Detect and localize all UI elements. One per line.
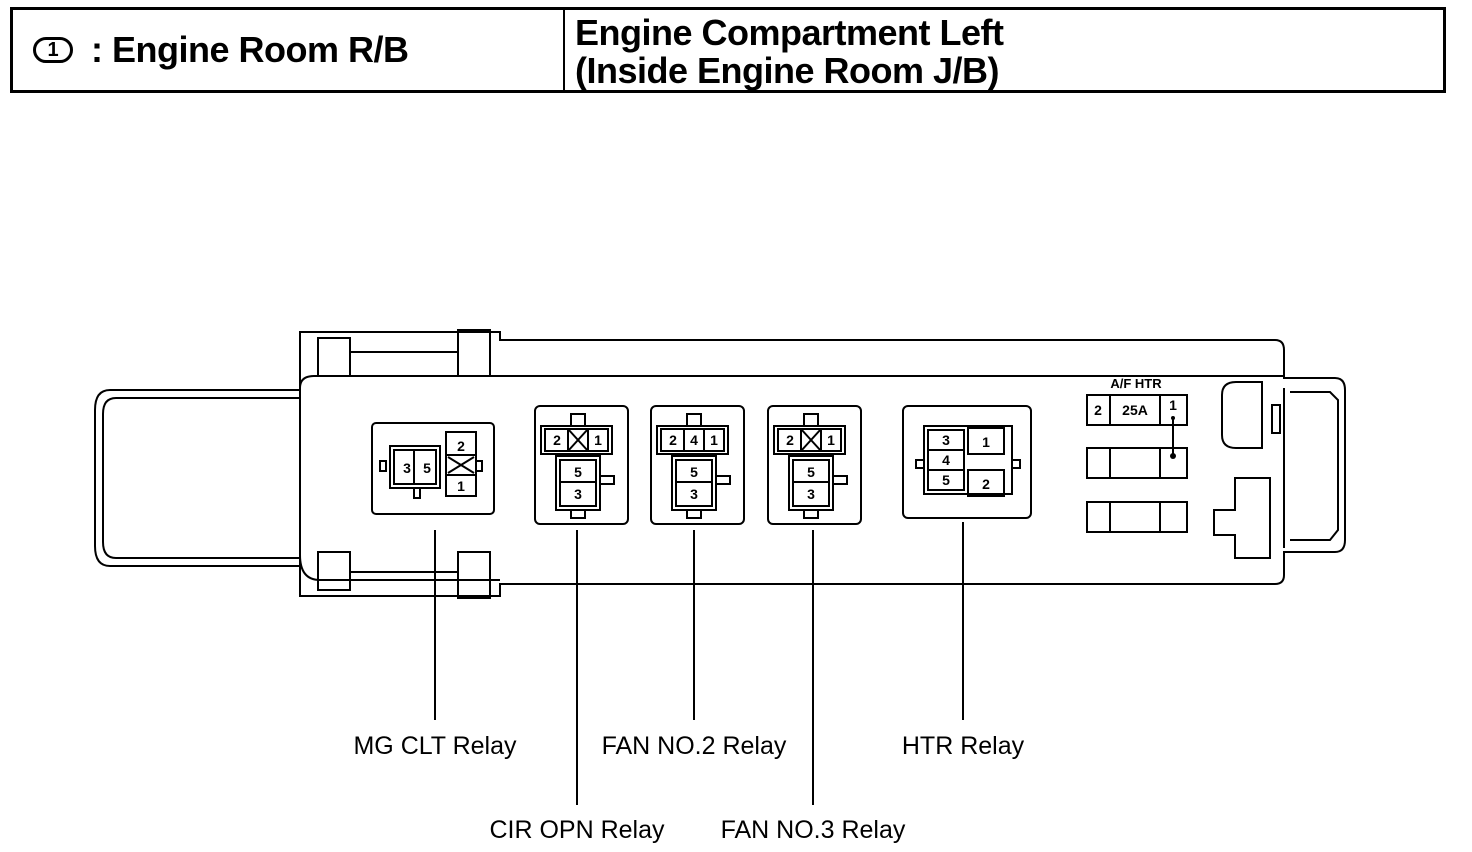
- pin-label: 3: [807, 486, 815, 502]
- pin-label: 1: [594, 432, 602, 448]
- fuse-pin-right: 1: [1169, 397, 1177, 413]
- header-title: : Engine Room R/B: [91, 29, 409, 70]
- pin-label: 3: [403, 460, 411, 476]
- fan-no2-relay-socket: [650, 405, 745, 525]
- pin-label: 2: [982, 476, 990, 492]
- fuse-af-htr: [1086, 394, 1188, 426]
- pin-label: 1: [457, 478, 465, 494]
- body-top-ledge: [299, 375, 1284, 389]
- junction-block-outline: [299, 331, 1346, 597]
- fuse-label: A/F HTR: [1110, 376, 1162, 391]
- latch-tab: [317, 337, 351, 377]
- pin-label: 5: [942, 472, 950, 488]
- latch-tab: [457, 551, 491, 599]
- title-box: 1 : Engine Room R/B Engine Compartment L…: [10, 7, 1446, 93]
- htr-relay-socket: [902, 405, 1032, 519]
- pin-label: 5: [807, 464, 815, 480]
- left-plug-inner: [102, 397, 300, 559]
- pin-label: 4: [942, 452, 950, 468]
- pin-label: 3: [574, 486, 582, 502]
- header-left-cell: 1 : Engine Room R/B: [13, 10, 565, 90]
- connector-code-badge: 1: [33, 37, 73, 63]
- fan-no2-relay-label: FAN NO.2 Relay: [602, 732, 787, 760]
- fuse-dot: [1170, 453, 1176, 459]
- fuse-rating: 25A: [1122, 402, 1148, 418]
- fuse-slot-empty: [1086, 501, 1188, 533]
- mg-clt-relay-socket: [371, 422, 495, 515]
- latch-tab: [317, 551, 351, 591]
- pin-label: 2: [786, 432, 794, 448]
- latch-tab: [457, 329, 491, 377]
- cir-opn-relay-socket: [534, 405, 629, 525]
- pin-label: 5: [423, 460, 431, 476]
- pin-label: 2: [553, 432, 561, 448]
- left-plug-outline: [94, 389, 300, 567]
- pin-label: 4: [690, 432, 698, 448]
- right-mount: [1213, 477, 1271, 559]
- pin-label: 5: [690, 464, 698, 480]
- pin-label: 1: [827, 432, 835, 448]
- location-line-2: (Inside Engine Room J/B): [575, 50, 1000, 91]
- fuse-slot-empty: [1086, 447, 1188, 479]
- pin-label: 2: [669, 432, 677, 448]
- right-clip: [1221, 381, 1263, 449]
- fan-no3-relay-socket: [767, 405, 862, 525]
- pin-label: 1: [982, 434, 990, 450]
- pin-label: 1: [710, 432, 718, 448]
- fuse-pin-left: 2: [1094, 402, 1102, 418]
- cir-opn-relay-label: CIR OPN Relay: [489, 816, 665, 844]
- htr-relay-label: HTR Relay: [902, 732, 1025, 760]
- mg-clt-relay-label: MG CLT Relay: [353, 732, 517, 760]
- location-line-1: Engine Compartment Left: [575, 12, 1004, 53]
- pin-label: 3: [690, 486, 698, 502]
- header-location: Engine Compartment Left (Inside Engine R…: [565, 10, 1443, 90]
- pin-label: 3: [942, 432, 950, 448]
- pin-label: 5: [574, 464, 582, 480]
- right-end-cap: [1290, 391, 1339, 541]
- body-bottom-ledge: [299, 554, 500, 581]
- fan-no3-relay-label: FAN NO.3 Relay: [721, 816, 906, 844]
- pin-label: 2: [457, 438, 465, 454]
